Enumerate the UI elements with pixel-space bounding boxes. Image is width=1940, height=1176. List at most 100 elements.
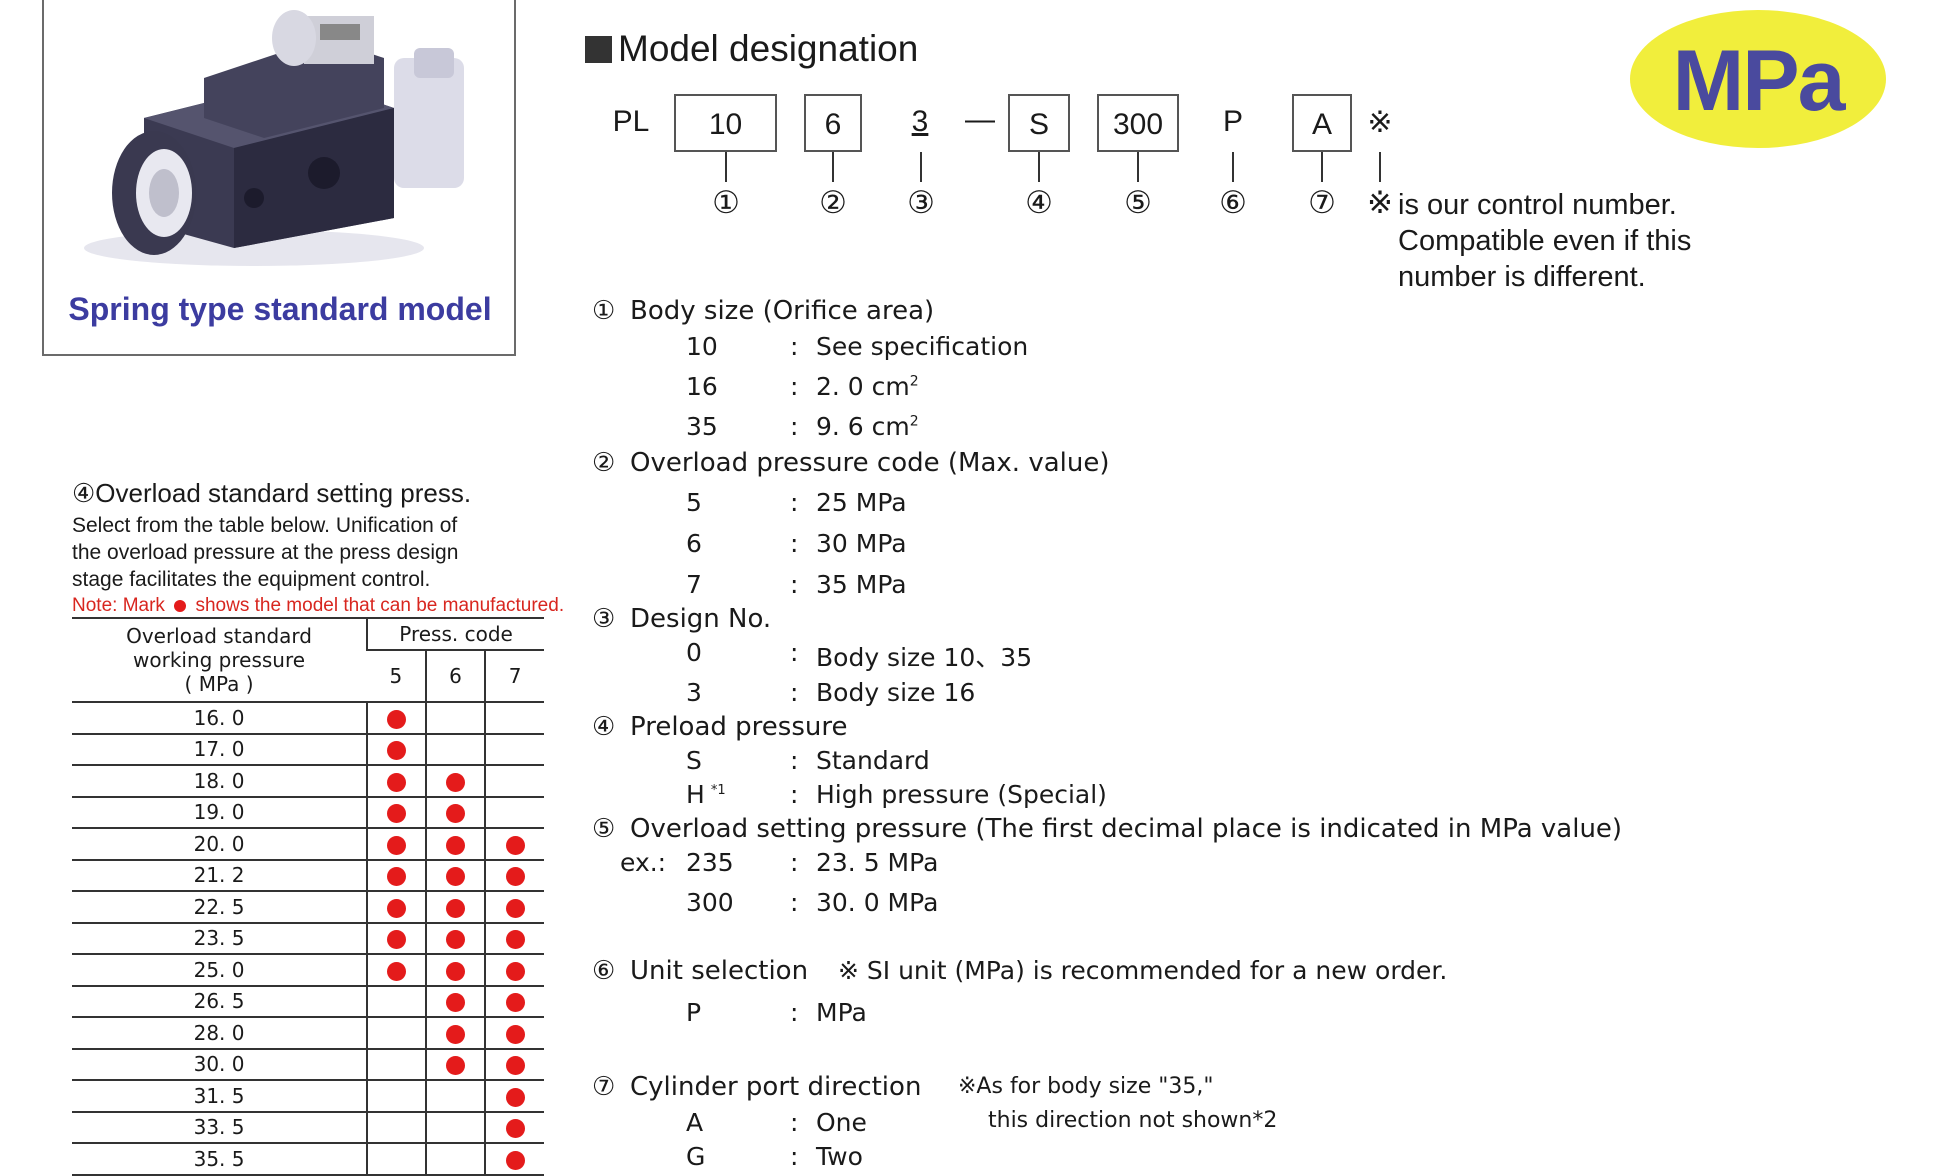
availability-cell xyxy=(424,1017,486,1050)
red-dot-icon xyxy=(446,898,466,918)
unit-value: MPa xyxy=(816,998,867,1027)
availability-cell xyxy=(484,828,544,861)
colon: : xyxy=(790,332,799,361)
connector-line xyxy=(1232,152,1234,182)
code-body-size: 10 xyxy=(674,94,777,152)
red-dot-icon xyxy=(505,1119,525,1139)
colon: : xyxy=(790,888,799,917)
press-code-7: 7 xyxy=(484,650,544,703)
colon: : xyxy=(790,529,799,558)
pressure-value: 35 MPa xyxy=(816,570,907,599)
unit-code: P xyxy=(686,998,702,1027)
marker-4: ④ xyxy=(1025,185,1053,220)
setting-value: 30. 0 MPa xyxy=(816,888,939,917)
overload-desc-line: the overload pressure at the press desig… xyxy=(72,541,459,564)
pressure-code: 6 xyxy=(686,529,702,558)
availability-cell xyxy=(424,796,486,829)
control-note-line-3: number is different. xyxy=(1398,261,1646,293)
pressure-cell: 17. 0 xyxy=(72,733,368,766)
red-dot-icon xyxy=(386,835,406,855)
code-setting-pressure: 300 xyxy=(1097,94,1179,152)
colon: : xyxy=(790,372,799,401)
availability-cell xyxy=(366,702,426,735)
body-size-code: 10 xyxy=(686,332,718,361)
colon: : xyxy=(790,678,799,707)
availability-cell xyxy=(366,891,426,924)
mpa-badge-label: MPa xyxy=(1672,33,1846,129)
availability-cell xyxy=(366,1017,426,1050)
availability-cell xyxy=(424,1048,486,1081)
overload-pressure-table: Overload standard working pressure ( MPa… xyxy=(72,617,544,1176)
preload-code: S xyxy=(686,746,702,775)
red-dot-icon xyxy=(446,1056,466,1076)
table-row: 28. 0 xyxy=(72,1017,544,1050)
table-row: 21. 2 xyxy=(72,859,544,892)
table-row: 23. 5 xyxy=(72,922,544,955)
availability-cell xyxy=(366,828,426,861)
pressure-code: 7 xyxy=(686,570,702,599)
preload-value: High pressure (Special) xyxy=(816,780,1107,809)
pressure-cell: 21. 2 xyxy=(72,859,368,892)
code-pressure: 6 xyxy=(804,94,862,152)
table-row: 17. 0 xyxy=(72,733,544,766)
marker-control: ※ xyxy=(1367,185,1393,220)
port-value: One xyxy=(816,1108,867,1137)
model-designation-heading: Model designation xyxy=(585,28,918,70)
availability-cell xyxy=(424,1111,486,1144)
table-row: 30. 0 xyxy=(72,1048,544,1081)
red-dot-icon xyxy=(386,961,406,981)
red-dot-icon xyxy=(386,930,406,950)
pressure-cell: 20. 0 xyxy=(72,828,368,861)
availability-cell xyxy=(484,1111,544,1144)
availability-cell xyxy=(424,954,486,987)
body-size-code: 35 xyxy=(686,412,718,441)
table-row: 16. 0 xyxy=(72,702,544,735)
availability-cell xyxy=(366,796,426,829)
table-row: 33. 5 xyxy=(72,1111,544,1144)
connector-line xyxy=(920,152,922,182)
availability-cell xyxy=(424,1080,486,1113)
availability-cell xyxy=(366,1080,426,1113)
availability-cell xyxy=(366,733,426,766)
availability-cell xyxy=(366,954,426,987)
table-row: 20. 0 xyxy=(72,828,544,861)
red-dot-icon xyxy=(505,961,525,981)
marker-7: ⑦ xyxy=(1308,185,1336,220)
red-dot-icon xyxy=(446,1024,466,1044)
table-row: 26. 5 xyxy=(72,985,544,1018)
availability-cell xyxy=(484,1017,544,1050)
colon: : xyxy=(790,1108,799,1137)
pressure-cell: 26. 5 xyxy=(72,985,368,1018)
availability-cell xyxy=(484,1080,544,1113)
table-row: 19. 0 xyxy=(72,796,544,829)
overload-heading: ④Overload standard setting press. xyxy=(72,478,472,508)
marker-2: ② xyxy=(819,185,847,220)
red-dot-icon xyxy=(446,993,466,1013)
availability-cell xyxy=(484,954,544,987)
availability-cell xyxy=(424,733,486,766)
pressure-cell: 30. 0 xyxy=(72,1048,368,1081)
code-preload: S xyxy=(1008,94,1070,152)
table-row: 25. 0 xyxy=(72,954,544,987)
red-dot-icon xyxy=(386,741,406,761)
availability-cell xyxy=(484,922,544,955)
port-note-line-1: ※As for body size "35," xyxy=(958,1074,1214,1099)
port-code: A xyxy=(686,1108,704,1137)
press-code-header: Press. code xyxy=(366,617,544,651)
availability-cell xyxy=(366,985,426,1018)
availability-cell xyxy=(424,891,486,924)
red-dot-icon xyxy=(505,1056,525,1076)
red-dot-icon xyxy=(386,804,406,824)
pressure-value: 25 MPa xyxy=(816,488,907,517)
colon: : xyxy=(790,848,799,877)
code-port-direction: A xyxy=(1292,94,1352,152)
colon: : xyxy=(790,412,799,441)
availability-cell xyxy=(366,859,426,892)
body-size-value: See specification xyxy=(816,332,1029,361)
red-dot-icon xyxy=(174,599,187,612)
